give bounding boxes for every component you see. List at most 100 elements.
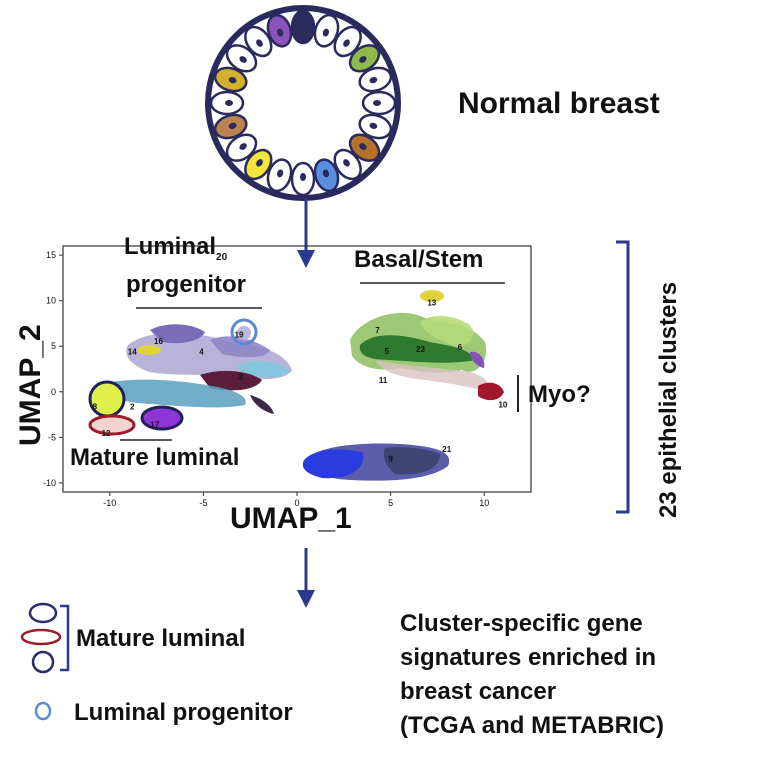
y-tick-label: 15: [46, 250, 56, 260]
y-axis-ticks: 15 10 5 0 -5 -10: [43, 250, 63, 488]
arrow-down-bottom: [297, 548, 315, 608]
x-tick-label: -5: [199, 498, 207, 508]
cluster-number-label: 17: [150, 421, 159, 430]
y-tick-label: 10: [46, 296, 56, 306]
duct-cell: [348, 133, 381, 162]
umap-plot: 15 10 5 0 -5 -10 -10 -5 0 5 10: [43, 233, 591, 508]
label-basal-stem: Basal/Stem: [354, 246, 483, 273]
cluster-number-label: 23: [416, 345, 425, 354]
cluster-number-label: 9: [388, 454, 393, 463]
legend-mature-navy-1: [28, 602, 58, 624]
duct-cell: [266, 158, 293, 193]
cluster-number-label: 2: [130, 402, 135, 411]
conclusion-line-2: signatures enriched in: [400, 644, 656, 671]
duct-cell: [358, 66, 393, 93]
duct-cell-nucleus: [369, 77, 378, 84]
duct-cell: [225, 44, 258, 73]
x-tick-label: 10: [479, 498, 489, 508]
y-tick-label: -5: [48, 432, 56, 442]
duct-outer-ring: [205, 5, 401, 201]
y-tick-label: 5: [51, 341, 56, 351]
duct-cell-nucleus: [277, 169, 284, 178]
duct-cell: [244, 25, 273, 58]
duct-cell: [313, 158, 340, 193]
duct-cell: [333, 25, 362, 58]
duct-cell: [225, 133, 258, 162]
conclusion-line-3: breast cancer: [400, 678, 556, 705]
breast-duct-diagram: [205, 5, 401, 201]
cluster-number-label: 12: [102, 429, 111, 438]
cluster-number-label: 8: [93, 402, 98, 411]
duct-cell-nucleus: [359, 56, 367, 63]
label-myo: Myo?: [528, 381, 591, 408]
duct-cell-nucleus: [277, 28, 284, 37]
duct-cell-nucleus: [239, 56, 247, 63]
cluster-number-label: 10: [498, 401, 507, 410]
duct-cell-nucleus: [300, 173, 306, 181]
duct-cells: [209, 9, 397, 197]
duct-cell: [244, 148, 273, 181]
legend-mature-red: [20, 628, 62, 646]
conclusion-text: Cluster-specific gene signatures enriche…: [400, 610, 664, 739]
cluster-number-label: 7: [375, 326, 380, 335]
cluster-19-marker: [230, 318, 258, 346]
cluster-number-label: 6: [458, 343, 463, 352]
duct-cell: [266, 13, 293, 48]
duct-cell-nucleus: [225, 100, 233, 106]
y-axis-label: UMAP_2: [14, 324, 47, 446]
duct-cell: [358, 113, 393, 140]
cluster-17-marker: [140, 405, 184, 431]
cluster-12-marker: [88, 414, 136, 436]
duct-cell-nucleus: [359, 143, 367, 150]
x-tick-label: 0: [294, 498, 299, 508]
legend-mature-navy-2: [31, 650, 55, 674]
duct-cell-nucleus: [369, 122, 378, 129]
duct-cell: [213, 66, 248, 93]
x-axis-label: UMAP_1: [230, 502, 352, 535]
duct-cell-nucleus: [322, 28, 329, 37]
duct-cell: [209, 90, 245, 116]
label-luminal: Luminal20: [124, 233, 228, 263]
duct-cell-nucleus: [343, 39, 350, 47]
epithelial-bracket: [616, 240, 630, 514]
title-normal-breast: Normal breast: [458, 87, 660, 120]
legend-mature-luminal: Mature luminal: [76, 625, 245, 652]
cluster-number-label: 14: [128, 348, 137, 357]
cluster-number-label: 5: [385, 347, 390, 356]
conclusion-line-1: Cluster-specific gene: [400, 610, 643, 637]
duct-cell-nucleus: [322, 169, 329, 178]
duct-cell-nucleus: [343, 159, 350, 167]
duct-cell-nucleus: [239, 143, 247, 150]
x-tick-label: 5: [388, 498, 393, 508]
bracket-label: 23 epithelial clusters: [655, 282, 682, 518]
cluster-number-label: 11: [379, 376, 388, 385]
bottom-cluster-cloud: [302, 443, 450, 481]
duct-cell-nucleus: [373, 100, 381, 106]
cluster-number-label: 21: [442, 445, 451, 454]
duct-cell: [313, 13, 340, 48]
legend: Mature luminal Luminal progenitor: [20, 602, 293, 726]
cluster-number-label: 19: [235, 330, 244, 339]
cluster-number-label: 4: [199, 348, 204, 357]
legend-progenitor-marker: [34, 701, 52, 721]
duct-cell-nucleus: [228, 122, 237, 129]
duct-cell-nucleus: [228, 77, 237, 84]
y-tick-label: 0: [51, 387, 56, 397]
arrow-down-top: [297, 198, 315, 268]
duct-cell: [333, 148, 362, 181]
y-tick-label: -10: [43, 478, 56, 488]
cluster-number-label: 3: [239, 372, 244, 381]
luminal-cluster-cloud: [99, 324, 292, 414]
legend-bracket: [60, 604, 70, 672]
duct-cell: [348, 44, 381, 73]
duct-cell: [361, 90, 397, 116]
basal-stem-cluster-cloud: [350, 290, 504, 401]
label-progenitor: progenitor: [126, 271, 246, 298]
duct-cell-nucleus: [256, 39, 263, 47]
label-mature-luminal: Mature luminal: [70, 444, 239, 471]
duct-cell: [290, 9, 316, 45]
x-tick-label: -10: [103, 498, 116, 508]
